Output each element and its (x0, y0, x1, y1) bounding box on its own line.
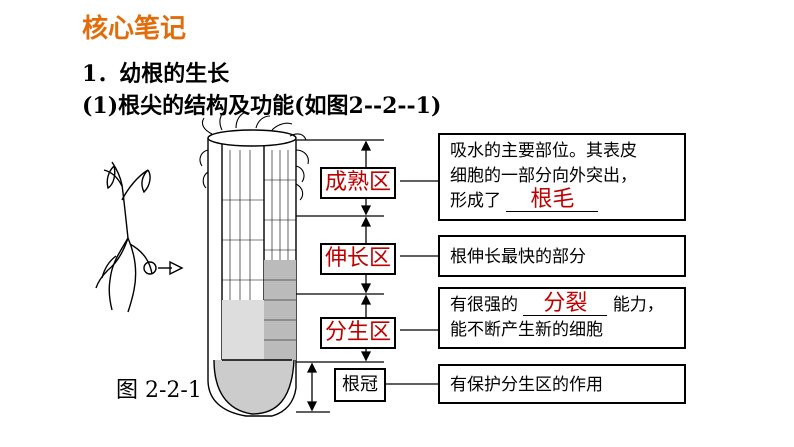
zone-label-meristem: 分生区 (320, 317, 397, 349)
desc-box-maturation: 吸水的主要部位。其表皮 细胞的一部分向外突出， 形成了 根毛 (438, 133, 686, 221)
zone-label-elongation: 伸长区 (320, 243, 397, 275)
desc-box-meristem: 有很强的 分裂 能力， 能不断产生新的细胞 (438, 287, 686, 349)
figure-caption: 图 2-2-1 (116, 378, 202, 403)
desc-meristem-suffix: 能力， (612, 295, 664, 315)
desc-maturation-prefix: 形成了 (450, 191, 501, 211)
answer-root-hair: 根毛 (506, 189, 599, 212)
zone-label-root-cap: 根冠 (334, 368, 386, 402)
seedling-illustration (95, 161, 184, 313)
heading-young-root-growth: 1．幼根的生长 (82, 61, 230, 87)
root-tip-illustration (199, 109, 309, 417)
answer-division: 分裂 (523, 293, 608, 316)
zone-label-maturation: 成熟区 (320, 167, 397, 199)
desc-meristem-line2: 能不断产生新的细胞 (450, 320, 603, 340)
desc-meristem-line1: 有很强的 分裂 能力， (450, 293, 674, 318)
heading-root-tip-structure: (1)根尖的结构及功能(如图2--2--1) (82, 93, 442, 119)
desc-meristem-prefix: 有很强的 (450, 295, 518, 315)
desc-elongation: 根伸长最快的部分 (450, 247, 586, 267)
desc-root-cap: 有保护分生区的作用 (450, 375, 603, 395)
desc-box-elongation: 根伸长最快的部分 (438, 235, 686, 277)
desc-maturation-line3: 形成了 根毛 (450, 189, 674, 214)
section-title: 核心笔记 (82, 14, 187, 44)
desc-maturation-line2: 细胞的一部分向外突出， (450, 166, 637, 186)
desc-maturation-line1: 吸水的主要部位。其表皮 (450, 141, 637, 161)
desc-box-root-cap: 有保护分生区的作用 (438, 364, 686, 404)
